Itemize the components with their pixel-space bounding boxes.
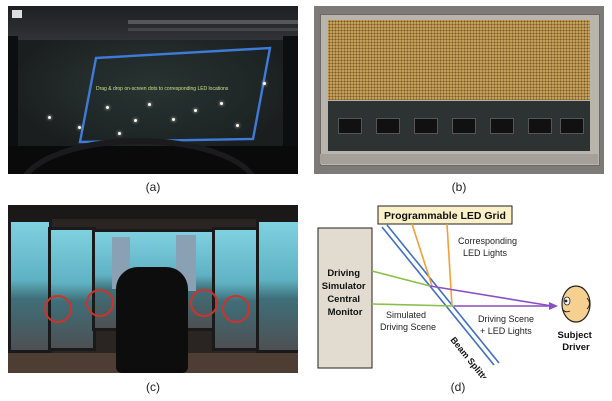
driver-chip [376, 118, 400, 134]
led-grid-box [377, 205, 513, 225]
left-pillar [8, 36, 18, 174]
led-grid-label: Programmable LED Grid [384, 210, 506, 222]
overlay-outline [78, 20, 298, 144]
led-dot [118, 132, 121, 135]
cabin-roof [8, 6, 298, 46]
diagram-d-optical-setup: Programmable LED Grid Driving Simulator … [312, 200, 608, 378]
led-dot [48, 116, 51, 119]
side-screen-left-outer [8, 219, 52, 353]
led-matrix [328, 20, 590, 100]
scene-ray [371, 270, 431, 287]
led-ray [411, 223, 433, 287]
driver-chip [338, 118, 362, 134]
driver-chip [414, 118, 438, 134]
caption-b: (b) [451, 180, 467, 194]
led-dot [172, 118, 175, 121]
caption-d: (d) [450, 380, 466, 394]
caption-c: (c) [146, 380, 160, 394]
right-pillar [283, 36, 298, 174]
led-dot [78, 126, 81, 129]
side-screen-right [212, 227, 260, 351]
driver-chip [452, 118, 476, 134]
corresponding-led-label: Corresponding LED Lights [458, 236, 520, 258]
highlight-circle [86, 289, 114, 317]
diagram-svg: Programmable LED Grid Driving Simulator … [317, 205, 595, 378]
photo-a-windshield-overlay: Drag & drop on-screen dots to correspond… [8, 6, 298, 174]
simulated-scene-label: Simulated Driving Scene [380, 310, 436, 332]
driver-chip [560, 118, 584, 134]
highlight-circle [222, 295, 250, 323]
overlay-instruction-text: Drag & drop on-screen dots to correspond… [96, 86, 229, 92]
caption-a: (a) [145, 180, 161, 194]
beam-splitter [381, 224, 500, 366]
led-dot [220, 102, 223, 105]
mount-rail [320, 154, 598, 164]
driver-seat [116, 267, 188, 373]
led-dot [134, 119, 137, 122]
driver-chip [528, 118, 552, 134]
highlight-circle [190, 289, 218, 317]
scene-ray [371, 303, 455, 307]
screen-logo-icon [12, 10, 22, 18]
driving-scene-led-label: Driving Scene + LED Lights [478, 314, 537, 336]
led-dot [148, 103, 151, 106]
photo-b-led-grid [314, 6, 604, 174]
ceiling [8, 205, 298, 219]
arrow-head-icon [549, 302, 558, 310]
photo-c-simulator [8, 205, 298, 373]
driver-face-icon [561, 285, 591, 323]
monitor-label: Driving Simulator Central Monitor [322, 268, 368, 318]
side-screen-right-outer [256, 219, 298, 353]
driver-chip [490, 118, 514, 134]
led-ray [446, 223, 453, 307]
side-screen-left [48, 227, 96, 351]
subject-driver-label: Subject Driver [558, 330, 595, 353]
led-dot [236, 124, 239, 127]
monitor-box [317, 227, 373, 369]
led-dot [263, 82, 266, 85]
highlight-circle [44, 295, 72, 323]
combined-ray [429, 285, 553, 307]
led-dot [194, 109, 197, 112]
led-dot [106, 106, 109, 109]
